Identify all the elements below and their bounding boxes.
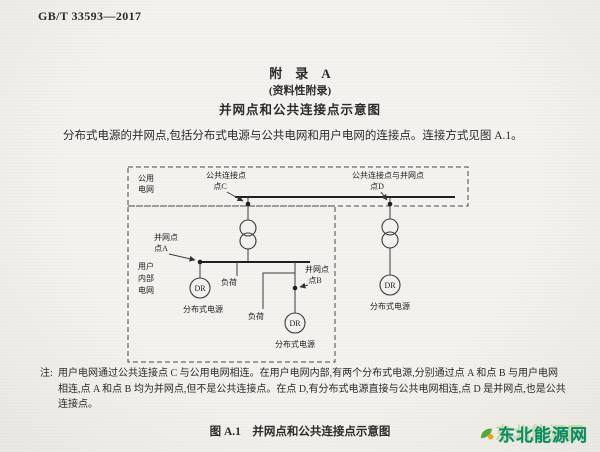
appendix-heading: 并网点和公共连接点示意图 [218,103,381,117]
dr1-abbr: DR [194,284,206,293]
watermark-logo-icon [480,428,494,440]
point-b-dot [292,285,298,291]
intro-paragraph: 分布式电源的并网点,包括分布式电源与公共电网和用户电网的连接点。连接方式见图 A… [63,130,523,142]
user-grid-label-3: 电网 [138,285,154,295]
load1-label: 负荷 [221,277,237,287]
user-grid-label-2: 内部 [138,273,154,283]
appendix-title: 附 录 A [269,66,331,81]
figure-caption: 图 A.1 并网点和公共连接点示意图 [209,426,391,438]
dr2-label: 分布式电源 [275,339,315,349]
public-grid-label-2: 电网 [138,184,154,194]
load2-label: 负荷 [248,311,264,321]
public-grid-label: 公用 [138,174,154,183]
circuit-wires [199,196,455,313]
point-d-label: 点D [370,182,384,191]
doc-number: GB/T 33593—2017 [38,9,142,23]
point-b-label: 点B [308,276,321,285]
point-b-arrow [299,282,309,289]
dr3-abbr: DR [384,281,396,290]
note-label: 注: [40,368,53,379]
poc-a-label: 并网点 [154,232,178,242]
poc-b-label: 并网点 [305,264,329,274]
dr3-label: 分布式电源 [370,301,410,311]
note-paragraph: 注: 用户电网通过公共连接点 C 与公用电网相连。在用户电网内部,有两个分布式电源… [40,366,567,413]
site-watermark: 东北能源网 [479,421,588,446]
point-a-dot [197,259,203,265]
point-d-arrow [380,191,388,201]
dr2-circle [284,312,306,334]
point-d-dot [387,201,393,207]
point-c-label: 点C [213,182,226,191]
transformer-icon [381,218,399,249]
point-a-label: 点A [154,244,168,253]
pcc-label: 公共连接点 [206,170,246,180]
dr1-circle [189,277,211,299]
transformer-icon [239,219,257,250]
point-c-dot [245,201,251,207]
note-text: 用户电网通过公共连接点 C 与公用电网相连。在用户电网内部,有两个分布式电源,分… [58,368,566,410]
user-grid-box [127,205,336,363]
figure-a1-diagram: DR 分布式电源 DR 分布式电源 DR 分布式电源 负荷 负荷 公共连接点 点… [127,166,469,363]
user-grid-label: 用户 [138,261,154,271]
point-a-arrow [168,253,196,262]
dr2-abbr: DR [289,319,301,328]
dr1-label: 分布式电源 [183,304,223,314]
point-c-arrow [226,191,244,202]
appendix-type: (资料性附录) [268,85,332,97]
watermark-site-name: 东北能源网 [498,426,588,445]
pcc-poc-label: 公共连接点与并网点 [352,170,424,180]
dr3-circle [379,274,401,296]
